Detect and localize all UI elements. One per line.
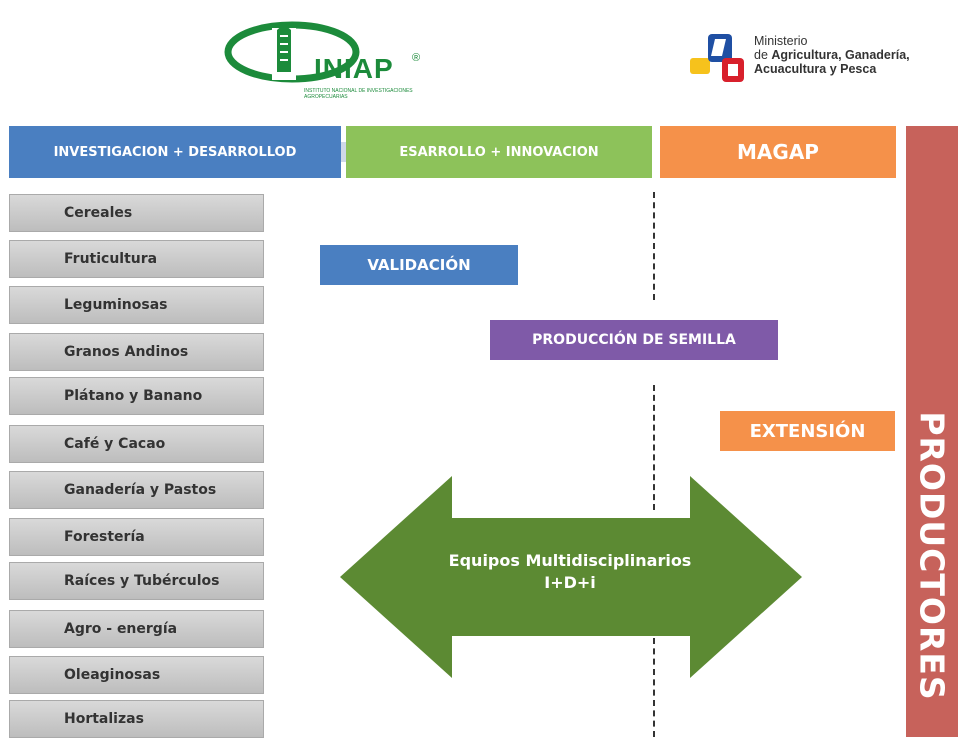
- category-item: Ganadería y Pastos: [9, 471, 264, 509]
- header-investigacion: INVESTIGACION + DESARROLLOD: [9, 126, 341, 178]
- iniap-wordmark: INIAP: [314, 53, 394, 84]
- category-label: Raíces y Tubérculos: [64, 573, 220, 589]
- produccion-semilla-label: PRODUCCIÓN DE SEMILLA: [532, 332, 736, 348]
- divider-dashed-line: [653, 385, 655, 510]
- category-label: Forestería: [64, 529, 145, 545]
- category-item: Oleaginosas: [9, 656, 264, 694]
- ministerio-line1: Ministerio: [754, 34, 808, 48]
- category-item: Leguminosas: [9, 286, 264, 324]
- category-label: Leguminosas: [64, 297, 168, 313]
- extension-box: EXTENSIÓN: [720, 411, 895, 451]
- iniap-logo: INIAP ® INSTITUTO NACIONAL DE INVESTIGAC…: [222, 10, 432, 100]
- ministerio-line2-bold: Agricultura, Ganadería,: [771, 48, 910, 62]
- category-label: Granos Andinos: [64, 344, 189, 360]
- category-label: Hortalizas: [64, 711, 144, 727]
- ministerio-logo: Ministerio de Agricultura, Ganadería, Ac…: [688, 30, 958, 86]
- header-investigacion-label: INVESTIGACION + DESARROLLOD: [53, 144, 297, 160]
- category-label: Fruticultura: [64, 251, 158, 267]
- arrow-label: Equipos Multidisciplinarios I+D+i: [380, 550, 760, 594]
- productores-label: PRODUCTORES: [912, 411, 952, 701]
- iniap-registered-mark: ®: [412, 52, 421, 64]
- category-item: Granos Andinos: [9, 333, 264, 371]
- category-item: Hortalizas: [9, 700, 264, 738]
- category-label: Cereales: [64, 205, 133, 221]
- category-label: Ganadería y Pastos: [64, 482, 217, 498]
- iniap-emblem-icon: [224, 21, 360, 83]
- category-item: Raíces y Tubérculos: [9, 562, 264, 600]
- divider-dashed-line: [653, 192, 655, 300]
- ministerio-line2-prefix: de: [754, 48, 772, 62]
- produccion-semilla-box: PRODUCCIÓN DE SEMILLA: [490, 320, 778, 360]
- validacion-box: VALIDACIÓN: [320, 245, 518, 285]
- category-label: Plátano y Banano: [64, 388, 203, 404]
- productores-bar: PRODUCTORES: [906, 126, 958, 737]
- iniap-subtitle: INSTITUTO NACIONAL DE INVESTIGACIONES AG…: [304, 88, 413, 100]
- category-item: Fruticultura: [9, 240, 264, 278]
- ministerio-line3: Acuacultura y Pesca: [754, 62, 877, 76]
- category-label: Oleaginosas: [64, 667, 161, 683]
- category-item: Café y Cacao: [9, 425, 264, 463]
- validacion-label: VALIDACIÓN: [367, 256, 471, 274]
- arrow-label-line1: Equipos Multidisciplinarios: [448, 551, 692, 570]
- ministerio-emblem-icon: [690, 34, 744, 82]
- header-magap-label: MAGAP: [737, 140, 819, 164]
- category-item: Plátano y Banano: [9, 377, 264, 415]
- header-connector: [341, 142, 347, 162]
- ministerio-text: Ministerio de Agricultura, Ganadería, Ac…: [754, 34, 910, 76]
- divider-dashed-line: [653, 638, 655, 737]
- arrow-label-line2: I+D+i: [544, 573, 596, 592]
- category-label: Agro - energía: [64, 621, 178, 637]
- extension-label: EXTENSIÓN: [749, 420, 866, 442]
- header-desarrollo: ESARROLLO + INNOVACION: [346, 126, 652, 178]
- category-item: Cereales: [9, 194, 264, 232]
- ministerio-line2: de Agricultura, Ganadería,: [754, 48, 910, 62]
- double-arrow-icon: [340, 476, 802, 678]
- header-desarrollo-label: ESARROLLO + INNOVACION: [399, 144, 599, 160]
- category-label: Café y Cacao: [64, 436, 166, 452]
- category-item: Forestería: [9, 518, 264, 556]
- header-magap: MAGAP: [660, 126, 896, 178]
- category-item: Agro - energía: [9, 610, 264, 648]
